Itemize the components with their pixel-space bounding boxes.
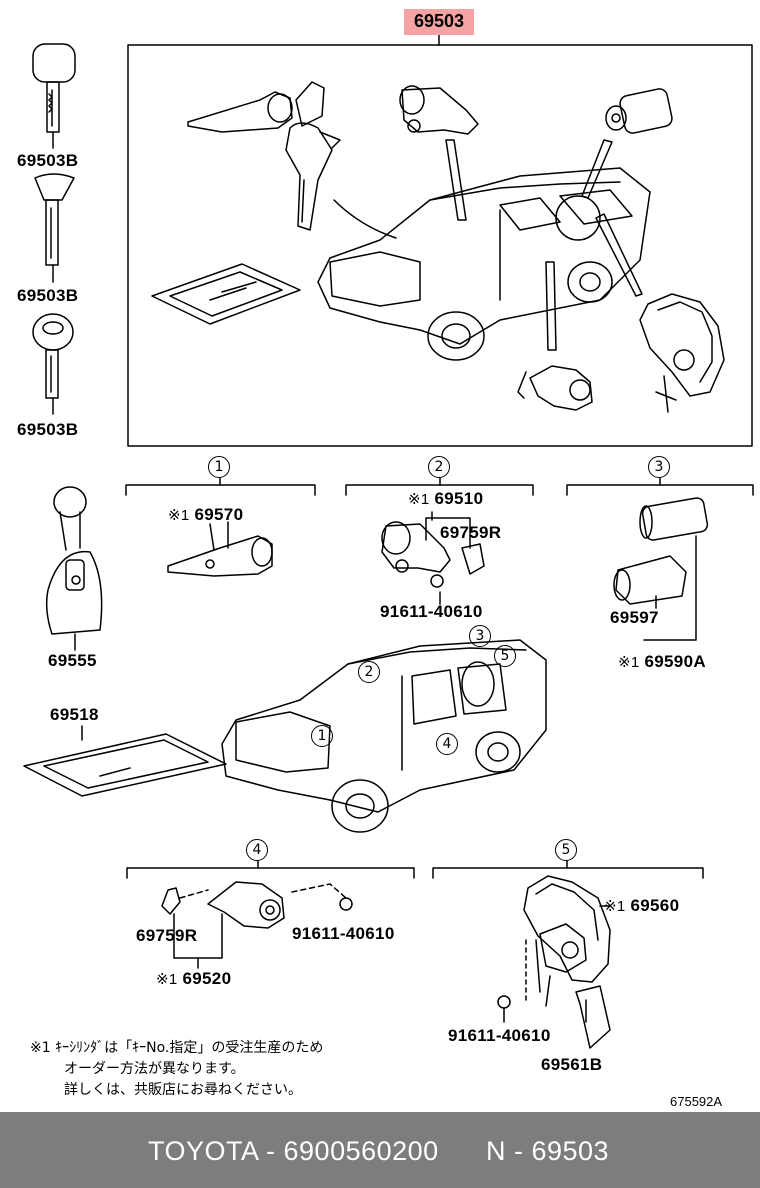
part-label-69561b[interactable]: 69561B: [541, 1055, 603, 1074]
door-lock-cylinder: [161, 881, 353, 969]
key-icon: [34, 173, 75, 283]
part-label-69570[interactable]: ※1 69570: [168, 505, 244, 524]
group-marker-2: 2: [428, 456, 450, 478]
parts-diagram: [23, 34, 754, 1049]
group-marker-3: 3: [648, 456, 670, 478]
hood-lock-cylinder: [381, 517, 485, 588]
note-line-2: オーダー方法が異なります。: [64, 1061, 245, 1077]
key-part-label[interactable]: 69503B: [17, 286, 79, 305]
figure-id: 675592A: [670, 1094, 723, 1109]
leader-lines: [209, 511, 657, 1023]
key-icon: [32, 43, 76, 149]
door-lock-top: [517, 365, 593, 411]
part-label-69510[interactable]: ※1 69510: [408, 489, 484, 508]
part-label-69560[interactable]: ※1 69560: [604, 896, 680, 915]
vehicle-marker-1: 1: [311, 725, 333, 747]
key-part-label[interactable]: 69503B: [17, 151, 79, 170]
card-plate: [151, 263, 301, 325]
hood-lock: [399, 85, 479, 135]
note-line-1: ｷｰｼﾘﾝﾀﾞは「ｷｰNo.指定」の受注生産のため: [55, 1040, 324, 1056]
part-label-69520[interactable]: ※1 69520: [156, 969, 232, 988]
key-holder: [45, 486, 103, 651]
footer-bar: TOYOTA - 6900560200 N - 69503: [0, 1112, 760, 1188]
footer-group-number: N - 69503: [486, 1136, 610, 1166]
id-plate: [23, 725, 227, 797]
vehicle-marker-2: 2: [358, 661, 380, 683]
part-label-69590a[interactable]: ※1 69590A: [618, 652, 706, 671]
fuel-lid-cylinder: [613, 497, 709, 641]
key-part-label[interactable]: 69503B: [17, 420, 79, 439]
part-label-91611-40610[interactable]: 91611-40610: [380, 602, 483, 621]
callout-arrows-top: [333, 139, 643, 351]
assembly-frame: [127, 34, 753, 447]
footer-part-number: TOYOTA - 6900560200: [148, 1136, 439, 1166]
vehicle-marker-4: 4: [436, 733, 458, 755]
part-label-91611-40610[interactable]: 91611-40610: [448, 1026, 551, 1045]
ignition-lock-with-key: [187, 81, 341, 231]
group-marker-5: 5: [555, 839, 577, 861]
vehicle-marker-5: 5: [494, 645, 516, 667]
section-brackets: [125, 477, 754, 879]
vehicle-overview-top: [317, 167, 651, 361]
note-mark: ※1: [30, 1040, 51, 1056]
ordering-note: ※1 ｷｰｼﾘﾝﾀﾞは「ｷｰNo.指定」の受注生産のため オーダー方法が異なりま…: [30, 1038, 323, 1101]
part-label-69518[interactable]: 69518: [50, 705, 99, 724]
vehicle-marker-3: 3: [469, 625, 491, 647]
part-label-69597[interactable]: 69597: [610, 608, 659, 627]
assembly-part-number[interactable]: 69503: [413, 11, 465, 31]
group-marker-4: 4: [246, 839, 268, 861]
fuel-lid-lock: [605, 88, 673, 134]
part-label-91611-40610[interactable]: 91611-40610: [292, 924, 395, 943]
title-highlight: [404, 9, 474, 35]
back-door-lock-top: [639, 293, 725, 413]
ignition-lock-cylinder: [167, 521, 273, 577]
group-marker-1: 1: [208, 456, 230, 478]
vehicle-overview-center: [221, 639, 547, 833]
part-label-69759r[interactable]: 69759R: [440, 523, 502, 542]
note-line-3: 詳しくは、共販店にお尋ねください。: [64, 1082, 302, 1098]
part-label-69759r[interactable]: 69759R: [136, 926, 198, 945]
key-icon: [32, 313, 74, 415]
back-door-lock-cylinder: [497, 875, 611, 1049]
part-label-69555[interactable]: 69555: [48, 651, 97, 670]
